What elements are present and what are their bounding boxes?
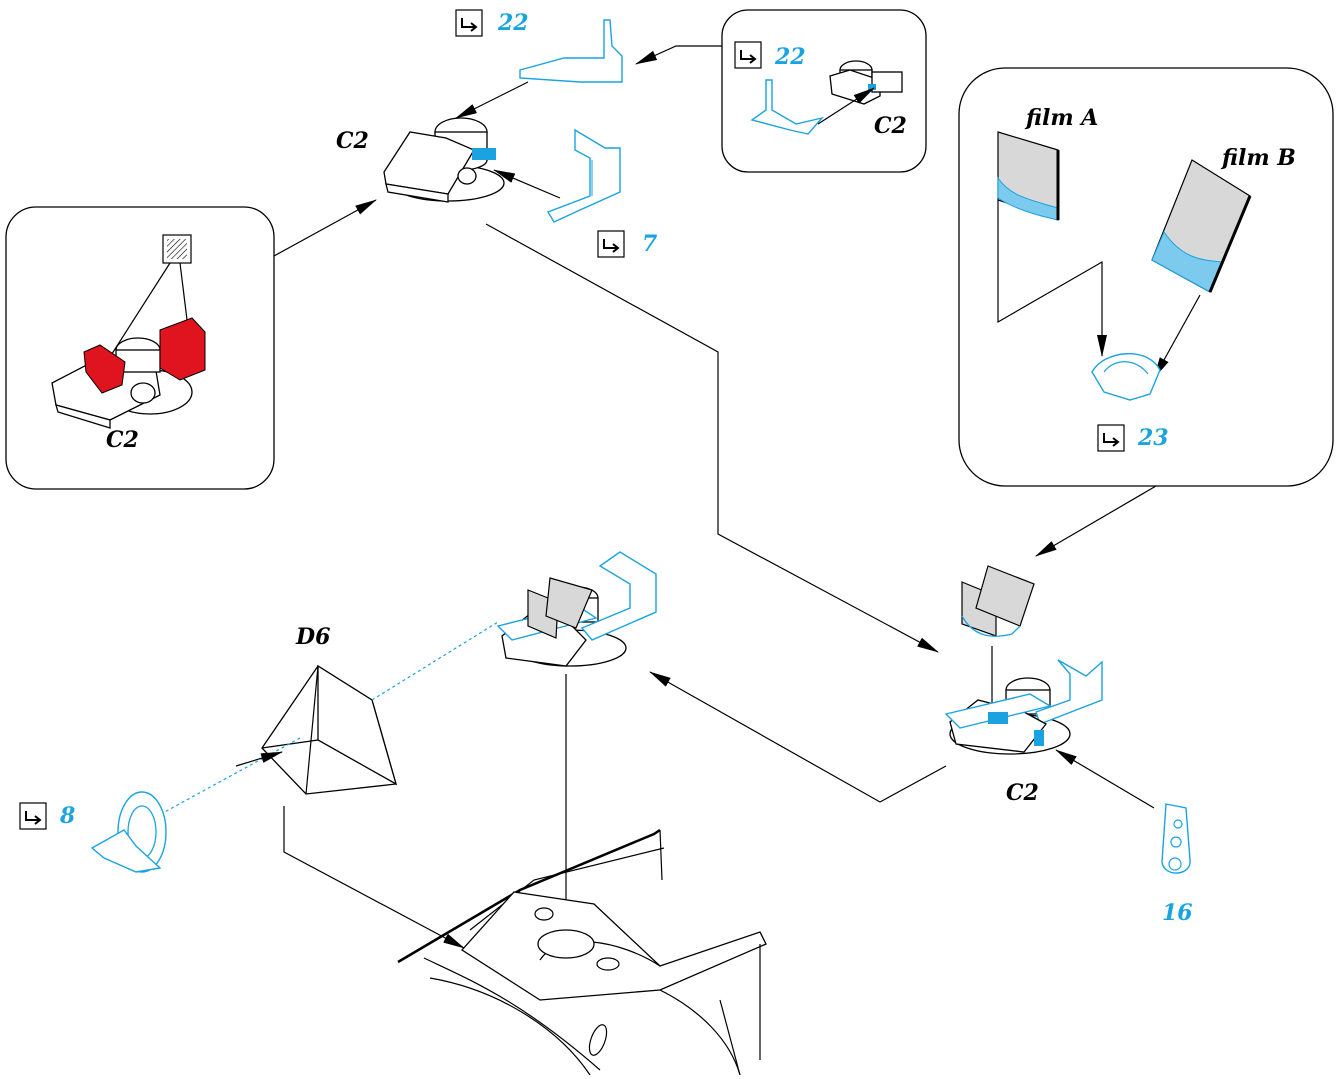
pe-23 — [1091, 353, 1161, 401]
c2-painted-part — [51, 317, 206, 429]
c2-right-assembly — [944, 659, 1103, 755]
arrow-right-to-middle — [649, 671, 947, 803]
label-film-b: film B — [1220, 145, 1296, 171]
label-c2-inset: C2 — [874, 113, 907, 139]
pe-marker-8 — [19, 802, 47, 830]
part-number-23: 23 — [1137, 425, 1169, 451]
label-d6: D6 — [295, 624, 330, 650]
pe-7 — [546, 128, 621, 223]
fuselage-section — [397, 828, 767, 1076]
pe22-inset-panel: 22 C2 — [721, 9, 927, 173]
arrow-inset-to-pe22 — [635, 45, 722, 65]
part-number-22-top: 22 — [497, 10, 529, 36]
pe-16 — [1161, 803, 1191, 874]
c2-top-assembly — [383, 117, 505, 203]
arrow-c2-to-right — [485, 223, 939, 653]
arrow-inset-to-c2 — [273, 199, 377, 257]
pe-marker-23 — [1097, 424, 1125, 452]
pe-marker-22-inset — [734, 41, 762, 69]
pe-8 — [90, 791, 167, 873]
pe-22-top — [519, 19, 623, 83]
film-b — [1151, 159, 1252, 293]
films-installed — [961, 565, 1035, 637]
paint-inset-panel: C2 — [5, 206, 275, 490]
d6-bracket — [261, 664, 398, 795]
c2-middle-assembly — [496, 551, 657, 667]
films-inset-panel: film A film B 23 — [958, 67, 1334, 487]
label-film-a: film A — [1024, 105, 1098, 131]
pe-marker-22-top — [455, 9, 483, 37]
pe-marker-7 — [597, 230, 625, 258]
part-number-16: 16 — [1162, 900, 1193, 926]
label-c2-paint: C2 — [106, 427, 139, 453]
part-number-22-inset: 22 — [774, 44, 806, 70]
film-a — [997, 131, 1060, 221]
label-c2-top: C2 — [336, 128, 369, 154]
part-number-7: 7 — [642, 231, 658, 257]
hatched-brush-icon — [162, 234, 192, 264]
part-number-8: 8 — [59, 803, 75, 829]
label-c2-right: C2 — [1006, 780, 1039, 806]
